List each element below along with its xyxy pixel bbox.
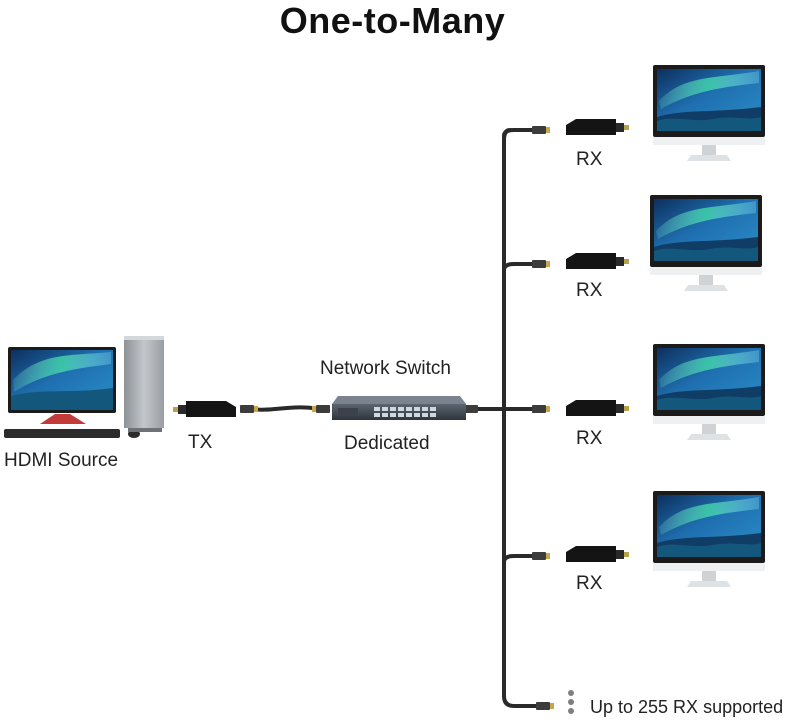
rx-capacity-note: Up to 255 RX supported (590, 697, 784, 717)
diagram-title: One-to-Many (279, 0, 506, 41)
rx-label-1: RX (576, 149, 603, 170)
rx-label-4: RX (576, 573, 603, 594)
rx-display-monitor-icon (650, 65, 765, 587)
switch-label: Network Switch (320, 358, 451, 379)
tx-switch-cable (250, 405, 320, 412)
rx-receiver-icon (566, 119, 629, 562)
network-switch-icon (332, 396, 466, 420)
branch-cable-4 (502, 554, 538, 564)
branch-cable-2 (502, 262, 538, 272)
hdmi-source-pc (4, 336, 164, 438)
rx-label-2: RX (576, 280, 603, 301)
more-receivers-ellipsis-icon (566, 690, 576, 717)
switch-caption: Dedicated (344, 433, 430, 454)
tx-transmitter-icon (173, 401, 236, 417)
rx-label-3: RX (576, 428, 603, 449)
keyboard-icon (4, 429, 120, 438)
pc-tower-icon (124, 336, 164, 432)
trunk-cable (502, 128, 542, 708)
tx-label: TX (188, 432, 213, 453)
source-monitor-icon (8, 347, 116, 424)
source-label: HDMI Source (4, 450, 119, 471)
branch-cable-1 (502, 128, 538, 138)
